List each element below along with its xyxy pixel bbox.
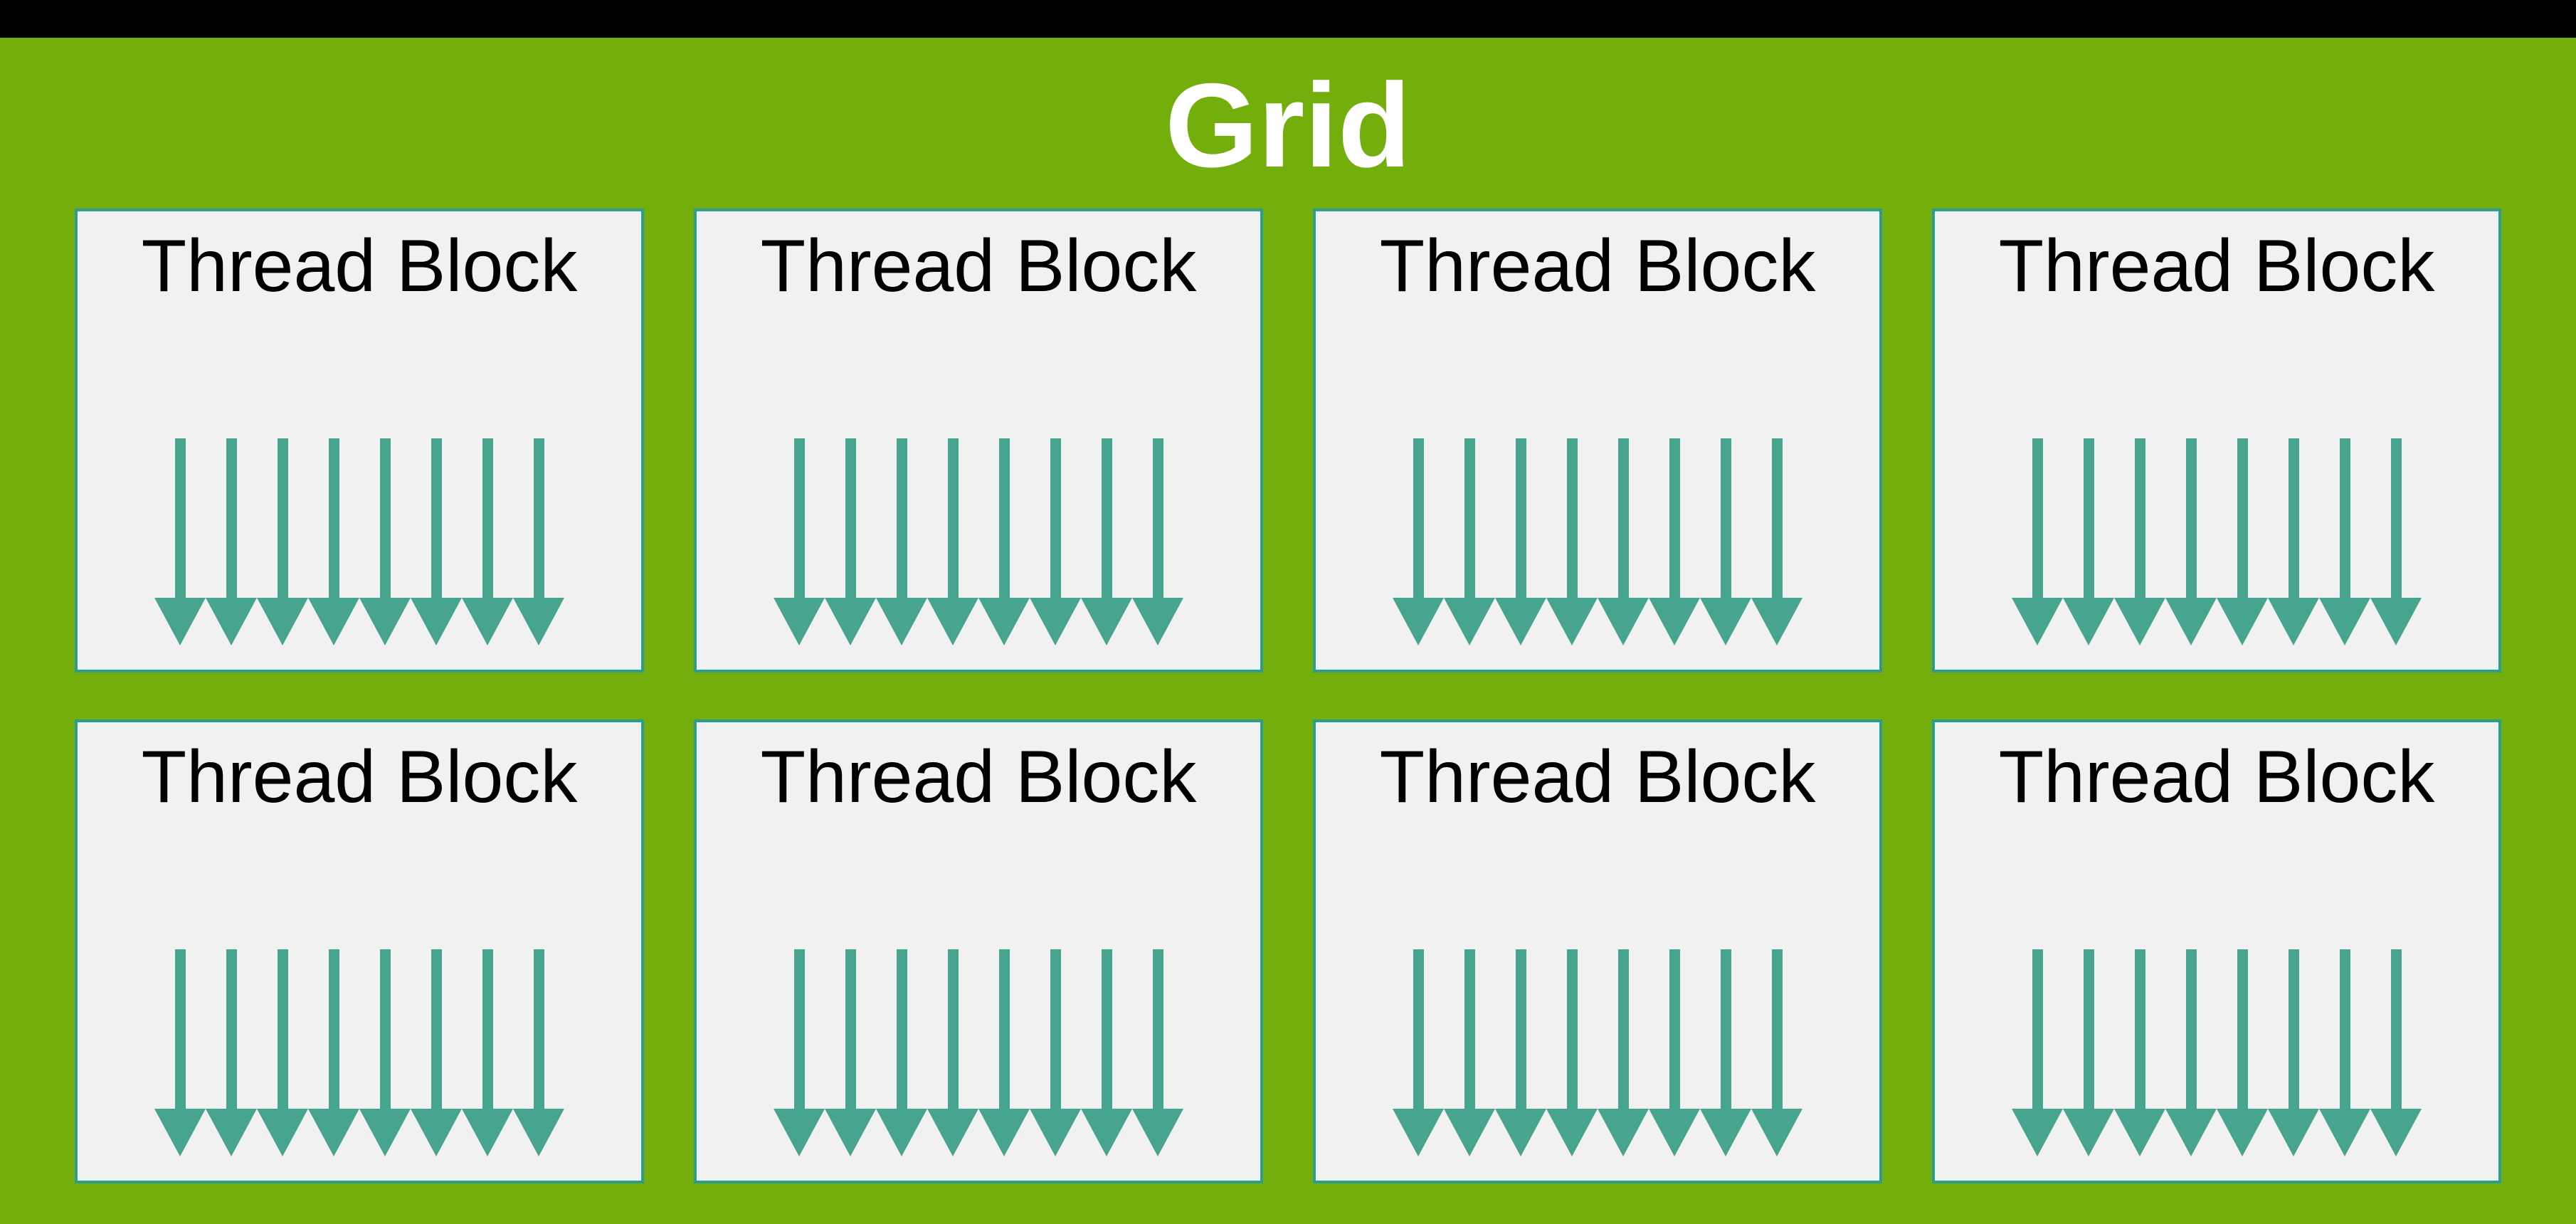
thread-arrow-icon	[2012, 949, 2063, 1156]
thread-block-label: Thread Block	[1998, 736, 2435, 818]
top-black-bar	[0, 0, 2576, 38]
thread-arrow-icon	[1495, 438, 1546, 645]
thread-arrow-icon	[462, 949, 513, 1156]
thread-arrow-icon	[927, 949, 978, 1156]
thread-arrow-icon	[308, 438, 359, 645]
thread-arrow-icon	[359, 438, 411, 645]
thread-arrow-icon	[2370, 438, 2422, 645]
grid-blocks: Thread Block Thread Block Thread Block T…	[75, 209, 2501, 1183]
thread-block: Thread Block	[694, 209, 1263, 672]
thread-arrow-icon	[774, 949, 825, 1156]
thread-arrow-icon	[257, 438, 308, 645]
thread-arrow-icon	[1030, 438, 1081, 645]
thread-arrow-icon	[154, 438, 206, 645]
thread-arrow-icon	[1598, 438, 1649, 645]
thread-arrows	[774, 438, 1183, 645]
grid-header: Grid	[0, 38, 2576, 209]
thread-arrows	[774, 949, 1183, 1156]
thread-arrow-icon	[1132, 438, 1183, 645]
thread-arrow-icon	[2217, 438, 2268, 645]
thread-arrow-icon	[1081, 438, 1132, 645]
thread-arrow-icon	[1393, 438, 1444, 645]
thread-arrow-icon	[206, 438, 257, 645]
thread-block: Thread Block	[1932, 209, 2501, 672]
thread-arrow-icon	[876, 438, 927, 645]
thread-arrows	[154, 949, 564, 1156]
thread-block-label: Thread Block	[1379, 225, 1816, 307]
thread-arrow-icon	[2063, 949, 2114, 1156]
thread-arrow-icon	[2165, 438, 2217, 645]
thread-arrow-icon	[2114, 949, 2165, 1156]
thread-arrow-icon	[978, 438, 1030, 645]
thread-block-label: Thread Block	[1998, 225, 2435, 307]
thread-arrow-icon	[825, 438, 876, 645]
thread-arrow-icon	[2319, 438, 2370, 645]
thread-arrow-icon	[1393, 949, 1444, 1156]
thread-arrow-icon	[1598, 949, 1649, 1156]
thread-arrow-icon	[359, 949, 411, 1156]
thread-arrows	[1393, 438, 1802, 645]
thread-block: Thread Block	[75, 209, 644, 672]
thread-arrow-icon	[462, 438, 513, 645]
thread-block-label: Thread Block	[1379, 736, 1816, 818]
thread-arrow-icon	[2012, 438, 2063, 645]
thread-block: Thread Block	[1313, 209, 1882, 672]
thread-arrow-icon	[1444, 949, 1495, 1156]
thread-arrow-icon	[411, 438, 462, 645]
thread-arrow-icon	[978, 949, 1030, 1156]
thread-arrow-icon	[2268, 438, 2319, 645]
thread-arrows	[2012, 949, 2422, 1156]
thread-arrows	[2012, 438, 2422, 645]
thread-arrow-icon	[2114, 438, 2165, 645]
thread-arrow-icon	[1444, 438, 1495, 645]
thread-arrow-icon	[1546, 438, 1598, 645]
thread-block-label: Thread Block	[760, 225, 1197, 307]
thread-arrow-icon	[513, 438, 564, 645]
thread-block: Thread Block	[694, 719, 1263, 1183]
thread-arrows	[154, 438, 564, 645]
thread-arrow-icon	[1751, 949, 1802, 1156]
thread-block-label: Thread Block	[141, 736, 578, 818]
thread-arrow-icon	[2268, 949, 2319, 1156]
thread-arrow-icon	[308, 949, 359, 1156]
thread-block-label: Thread Block	[141, 225, 578, 307]
thread-block: Thread Block	[75, 719, 644, 1183]
thread-arrow-icon	[927, 438, 978, 645]
thread-arrow-icon	[2319, 949, 2370, 1156]
thread-arrow-icon	[154, 949, 206, 1156]
thread-arrow-icon	[1751, 438, 1802, 645]
thread-arrow-icon	[876, 949, 927, 1156]
thread-arrow-icon	[825, 949, 876, 1156]
thread-arrow-icon	[1030, 949, 1081, 1156]
thread-arrow-icon	[2063, 438, 2114, 645]
thread-arrow-icon	[1132, 949, 1183, 1156]
thread-arrow-icon	[1700, 438, 1751, 645]
grid-title: Grid	[1165, 58, 1411, 192]
thread-arrow-icon	[1495, 949, 1546, 1156]
thread-arrow-icon	[1649, 949, 1700, 1156]
thread-arrow-icon	[1649, 438, 1700, 645]
thread-arrow-icon	[513, 949, 564, 1156]
thread-arrows	[1393, 949, 1802, 1156]
thread-arrow-icon	[1700, 949, 1751, 1156]
thread-arrow-icon	[774, 438, 825, 645]
thread-arrow-icon	[1081, 949, 1132, 1156]
thread-block: Thread Block	[1313, 719, 1882, 1183]
thread-arrow-icon	[2217, 949, 2268, 1156]
thread-arrow-icon	[206, 949, 257, 1156]
thread-arrow-icon	[2165, 949, 2217, 1156]
thread-block: Thread Block	[1932, 719, 2501, 1183]
thread-block-label: Thread Block	[760, 736, 1197, 818]
thread-arrow-icon	[1546, 949, 1598, 1156]
thread-arrow-icon	[2370, 949, 2422, 1156]
thread-arrow-icon	[257, 949, 308, 1156]
thread-arrow-icon	[411, 949, 462, 1156]
